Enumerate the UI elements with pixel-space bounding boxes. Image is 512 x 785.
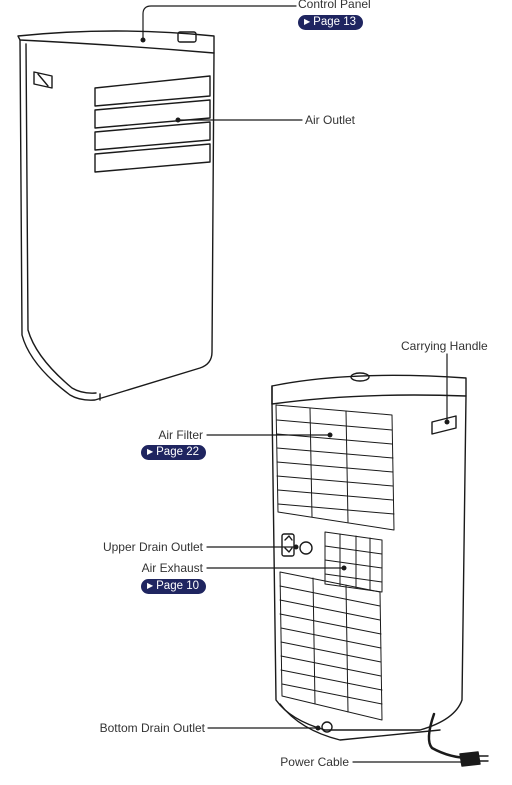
power-cable-wire — [429, 714, 470, 758]
air-filter-grid — [276, 405, 394, 530]
play-triangle-icon: ▶ — [304, 17, 310, 26]
lower-grid — [280, 572, 382, 720]
play-triangle-icon: ▶ — [147, 447, 153, 456]
front-unit — [18, 31, 214, 400]
side-handle-front — [34, 72, 52, 88]
label-carrying-handle: Carrying Handle — [401, 339, 488, 353]
back-unit — [272, 373, 488, 766]
label-air-outlet: Air Outlet — [305, 113, 355, 127]
badge-control-panel-page[interactable]: ▶Page 13 — [298, 15, 363, 30]
leader-lines — [143, 6, 463, 762]
air-outlet-louvers — [95, 76, 210, 172]
play-triangle-icon: ▶ — [147, 581, 153, 590]
carrying-handle-shape — [432, 416, 456, 434]
label-power-cable: Power Cable — [280, 755, 349, 769]
label-bottom-drain-outlet: Bottom Drain Outlet — [100, 721, 205, 735]
label-air-filter: Air Filter — [158, 428, 203, 442]
badge-air-exhaust-page[interactable]: ▶Page 10 — [141, 579, 206, 594]
badge-air-filter-page[interactable]: ▶Page 22 — [141, 445, 206, 460]
label-air-exhaust: Air Exhaust — [142, 561, 203, 575]
leader-control-panel — [143, 6, 296, 40]
label-upper-drain-outlet: Upper Drain Outlet — [103, 540, 203, 554]
label-control-panel: Control Panel — [298, 0, 371, 11]
